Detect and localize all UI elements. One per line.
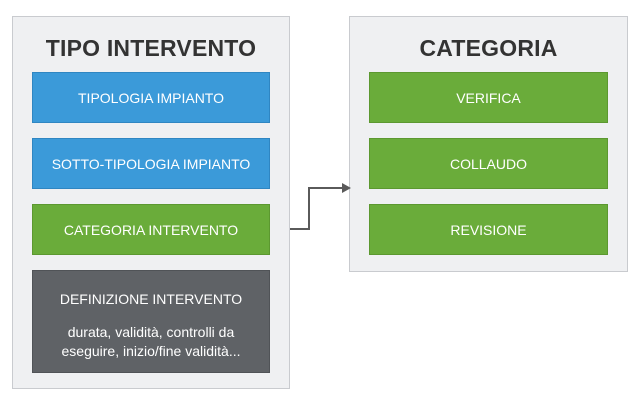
tipologia-impianto-label: TIPOLOGIA IMPIANTO [78,89,224,106]
categoria-title: CATEGORIA [419,35,558,61]
tipo-intervento-title: TIPO INTERVENTO [45,35,257,61]
revisione-box: REVISIONE [369,204,608,255]
categoria-intervento-box: CATEGORIA INTERVENTO [32,204,270,255]
revisione-label: REVISIONE [450,221,527,238]
connector-line [290,187,346,230]
definizione-intervento-title: DEFINIZIONE INTERVENTO [59,291,243,307]
collaudo-box: COLLAUDO [369,138,608,189]
verifica-box: VERIFICA [369,72,608,123]
definizione-intervento-box: DEFINIZIONE INTERVENTO durata, validità,… [32,270,270,373]
categoria-intervento-label: CATEGORIA INTERVENTO [63,221,239,238]
sotto-tipologia-impianto-box: SOTTO-TIPOLOGIA IMPIANTO [32,138,270,189]
collaudo-label: COLLAUDO [449,155,528,172]
tipo-intervento-panel: TIPO INTERVENTO TIPOLOGIA IMPIANTO SOTTO… [12,16,290,389]
definizione-intervento-description: durata, validità, controlli da eseguire,… [61,324,241,359]
sotto-tipologia-impianto-label: SOTTO-TIPOLOGIA IMPIANTO [51,155,251,172]
verifica-label: VERIFICA [456,89,521,106]
tipologia-impianto-box: TIPOLOGIA IMPIANTO [32,72,270,123]
categoria-panel: CATEGORIA VERIFICA COLLAUDO REVISIONE [349,16,628,272]
